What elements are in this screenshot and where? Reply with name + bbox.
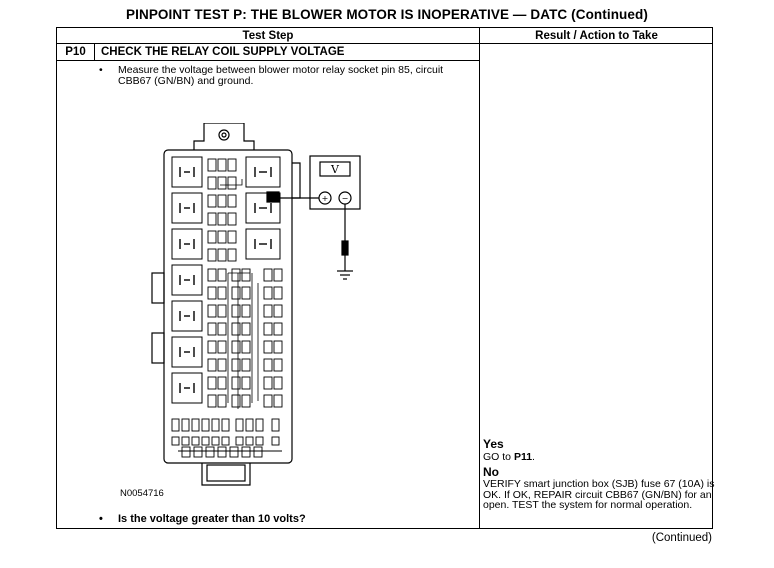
bullet-dot: •: [99, 64, 103, 76]
step-title-row: P10 CHECK THE RELAY COIL SUPPLY VOLTAGE: [57, 44, 479, 61]
header-test-step: Test Step: [242, 30, 294, 42]
step-title: CHECK THE RELAY COIL SUPPLY VOLTAGE: [101, 46, 345, 58]
header-result: Result / Action to Take: [535, 30, 658, 42]
no-action: VERIFY smart junction box (SJB) fuse 67 …: [483, 478, 715, 511]
yes-action-suffix: .: [532, 451, 535, 463]
meter-plus-text: +: [322, 194, 329, 203]
no-label: No: [483, 465, 499, 479]
instruction-text: Measure the voltage between blower motor…: [118, 64, 444, 87]
continued-note: (Continued): [651, 532, 712, 544]
meter-display-text: V: [330, 163, 340, 176]
yes-label: Yes: [483, 437, 504, 451]
step-id: P10: [57, 44, 95, 60]
question-text: Is the voltage greater than 10 volts?: [118, 513, 306, 525]
table-header-row: Test Step Result / Action to Take: [57, 28, 712, 44]
yes-action: GO to P11.: [483, 452, 535, 463]
junction-box-diagram: V + −: [151, 123, 361, 486]
yes-action-prefix: GO to: [483, 451, 514, 463]
pinpoint-test-table: Test Step Result / Action to Take P10 CH…: [56, 27, 715, 529]
column-divider: [479, 28, 480, 528]
meter-minus-text: −: [342, 194, 349, 203]
yes-action-target[interactable]: P11: [513, 451, 533, 463]
figure-id: N0054716: [120, 488, 164, 499]
bullet-dot: •: [99, 513, 103, 525]
page-title: PINPOINT TEST P: THE BLOWER MOTOR IS INO…: [126, 7, 648, 22]
